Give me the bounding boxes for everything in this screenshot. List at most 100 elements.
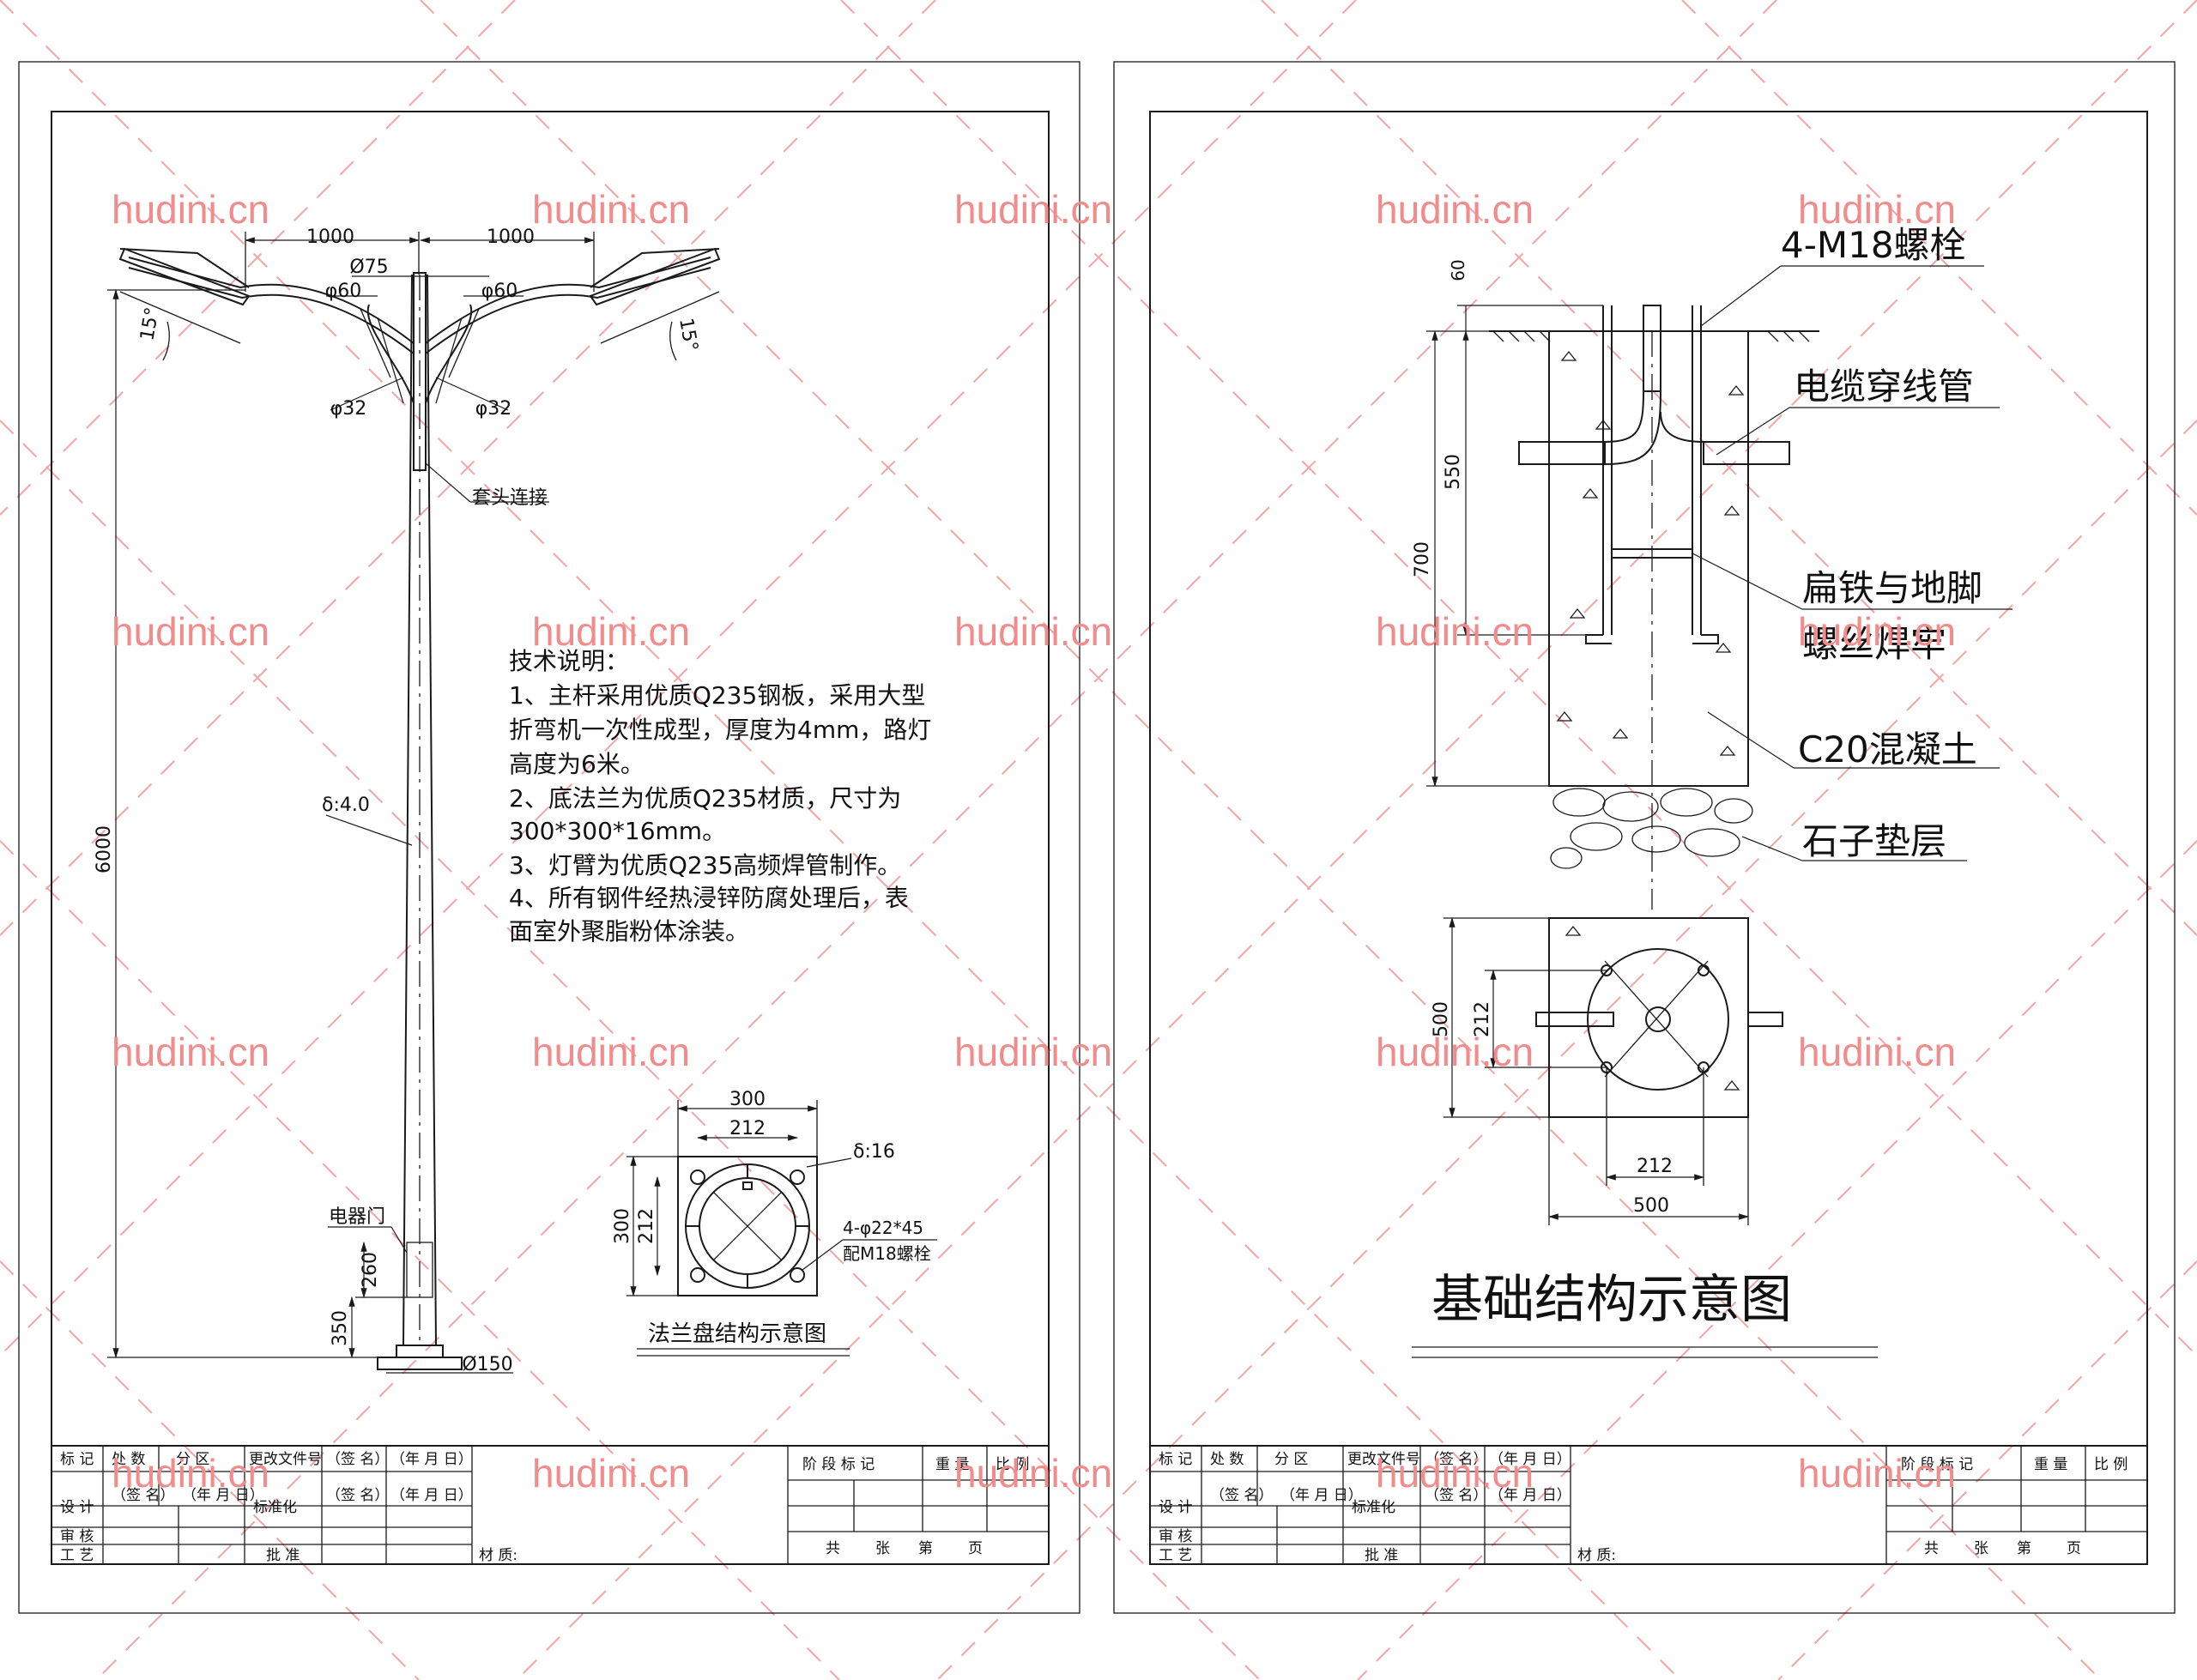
plan-500-v: 500 — [1431, 1001, 1452, 1037]
tb-std: 标准化 — [253, 1499, 297, 1516]
tb-design: 设 计 — [1159, 1499, 1192, 1516]
flange-drawing: 300 212 300 212 δ:16 4-φ22*45 配M18螺栓 法兰盘… — [612, 1089, 937, 1357]
dim-brace-right: φ32 — [475, 398, 512, 420]
plan-212-h: 212 — [1637, 1156, 1673, 1177]
notes-line: 4、所有钢件经热浸锌防腐处理后，表 — [509, 884, 909, 912]
tb-date: （年 月 日） — [390, 1451, 473, 1468]
tb-std: 标准化 — [1352, 1499, 1395, 1516]
angle-right: 15° — [675, 317, 701, 354]
tb-date3: （年 月 日） — [1489, 1487, 1571, 1504]
tb-review: 审 核 — [60, 1528, 94, 1545]
tb-stage: 阶 段 标 记 — [802, 1456, 875, 1473]
notes-line: 高度为6米。 — [509, 750, 645, 778]
watermark: hudini.cn — [1376, 187, 1534, 232]
tb-total: 共 — [826, 1540, 840, 1557]
watermark: hudini.cn — [1376, 1451, 1534, 1496]
tb-sign: （签 名） — [326, 1451, 389, 1468]
label-door: 电器门 — [329, 1206, 385, 1228]
label-weld-2: 螺丝焊牢 — [1802, 623, 1946, 665]
watermark: hudini.cn — [1798, 187, 1956, 232]
watermark: hudini.cn — [1798, 1030, 1956, 1074]
notes-title: 技术说明： — [509, 647, 629, 675]
tb-zone: 分 区 — [176, 1451, 209, 1468]
dim-total-height: 6000 — [94, 825, 115, 873]
plan-500-h: 500 — [1633, 1195, 1669, 1217]
plan-212-v: 212 — [1472, 1001, 1493, 1037]
watermark: hudini.cn — [112, 1451, 269, 1496]
flange-caption: 法兰盘结构示意图 — [648, 1321, 826, 1347]
tb-approve: 批 准 — [266, 1547, 300, 1564]
tb-page-end: 页 — [968, 1540, 983, 1557]
tb-total: 共 — [1924, 1540, 1939, 1557]
dim-door-base: 350 — [330, 1310, 351, 1346]
tb-sign3: （签 名） — [1425, 1487, 1487, 1504]
title-block-left: 标 记 处 数 分 区 更改文件号 （签 名） （年 月 日） 设 计 （签 名… — [51, 1445, 1050, 1565]
watermark: hudini.cn — [1798, 609, 1956, 654]
notes-line: 3、灯臂为优质Q235高频焊管制作。 — [509, 851, 901, 879]
tech-notes: 技术说明： 1、主杆采用优质Q235钢板，采用大型 折弯机一次性成型，厚度为4m… — [509, 647, 931, 946]
tb-sheets: 张 — [875, 1540, 890, 1557]
flange-inner-h: 212 — [636, 1208, 657, 1244]
flange-holes: 4-φ22*45 — [843, 1218, 923, 1238]
tb-weight: 重 量 — [935, 1456, 969, 1473]
dim-base-dia: Ø150 — [462, 1354, 512, 1375]
tb-count: 处 数 — [1210, 1451, 1244, 1468]
angle-left: 15° — [136, 305, 163, 342]
dim-depth-700: 700 — [1412, 541, 1433, 577]
watermark: hudini.cn — [532, 609, 690, 654]
tb-weight: 重 量 — [2034, 1456, 2067, 1473]
label-weld-1: 扁铁与地脚 — [1802, 567, 1982, 609]
flange-bolts: 配M18螺栓 — [843, 1243, 931, 1264]
tb-approve: 批 准 — [1365, 1547, 1398, 1564]
tb-change: 更改文件号 — [1347, 1451, 1420, 1468]
tb-scale: 比 例 — [996, 1456, 1029, 1473]
dim-depth-550: 550 — [1443, 454, 1464, 490]
tb-date2: （年 月 日） — [1280, 1487, 1363, 1504]
dim-wall-thickness: δ:4.0 — [322, 795, 370, 816]
dim-brace-left: φ32 — [330, 398, 367, 420]
watermark: hudini.cn — [112, 1030, 269, 1074]
label-bolt: 4-M18螺栓 — [1781, 224, 1966, 266]
notes-line: 2、底法兰为优质Q235材质，尺寸为 — [509, 784, 901, 813]
label-conduit: 电缆穿线管 — [1794, 366, 1974, 408]
tb-sign3: （签 名） — [326, 1487, 389, 1504]
dim-top: 60 — [1448, 259, 1468, 281]
dim-arm-pipe-left: φ60 — [325, 281, 362, 302]
watermark-text: hudini.cn hudini.cn hudini.cn hudini.cn … — [112, 187, 1956, 1496]
tb-date3: （年 月 日） — [390, 1487, 473, 1504]
watermark: hudini.cn — [954, 609, 1112, 654]
foundation-section: 700 550 60 4-M18螺栓 电缆穿线管 扁铁与地脚 螺丝焊牢 C20混… — [1412, 224, 2012, 909]
watermark: hudini.cn — [532, 1030, 690, 1074]
tb-sign2: （签 名） — [1210, 1487, 1273, 1504]
notes-line: 折弯机一次性成型，厚度为4mm，路灯 — [509, 716, 931, 744]
notes-line: 1、主杆采用优质Q235钢板，采用大型 — [509, 681, 925, 710]
tb-page: 第 — [918, 1540, 933, 1557]
lamp-pole-drawing: 1000 1000 Ø75 φ60 φ60 15° 15° φ32 φ32 套头… — [94, 227, 721, 1375]
tb-material: 材 质: — [1577, 1547, 1616, 1564]
tb-date: （年 月 日） — [1489, 1451, 1571, 1468]
dim-arm-pipe-right: φ60 — [481, 281, 518, 302]
tb-page-end: 页 — [2067, 1540, 2081, 1557]
watermark: hudini.cn — [1798, 1451, 1956, 1496]
tb-process: 工 艺 — [1159, 1547, 1192, 1564]
tb-review: 审 核 — [1159, 1528, 1192, 1545]
tb-mark: 标 记 — [1159, 1451, 1192, 1468]
tb-sign2: （签 名） — [112, 1487, 174, 1504]
watermark: hudini.cn — [1376, 609, 1534, 654]
watermark: hudini.cn — [1376, 1030, 1534, 1074]
watermark: hudini.cn — [532, 1451, 690, 1496]
watermark: hudini.cn — [954, 1030, 1112, 1074]
foundation-plan: 500 212 212 500 基础结构示意图 — [1412, 916, 1878, 1358]
tb-stage: 阶 段 标 记 — [1901, 1456, 1973, 1473]
dim-top-dia: Ø75 — [349, 257, 388, 278]
dim-arm-right: 1000 — [487, 227, 535, 248]
label-gravel: 石子垫层 — [1802, 820, 1946, 862]
watermark: hudini.cn — [112, 187, 269, 232]
dim-arm-left: 1000 — [306, 227, 354, 248]
watermark: hudini.cn — [112, 609, 269, 654]
flange-outer-h: 300 — [612, 1208, 633, 1244]
notes-line: 300*300*16mm。 — [509, 817, 726, 845]
dim-door-height: 260 — [360, 1252, 381, 1288]
tb-sheets: 张 — [1974, 1540, 1988, 1557]
